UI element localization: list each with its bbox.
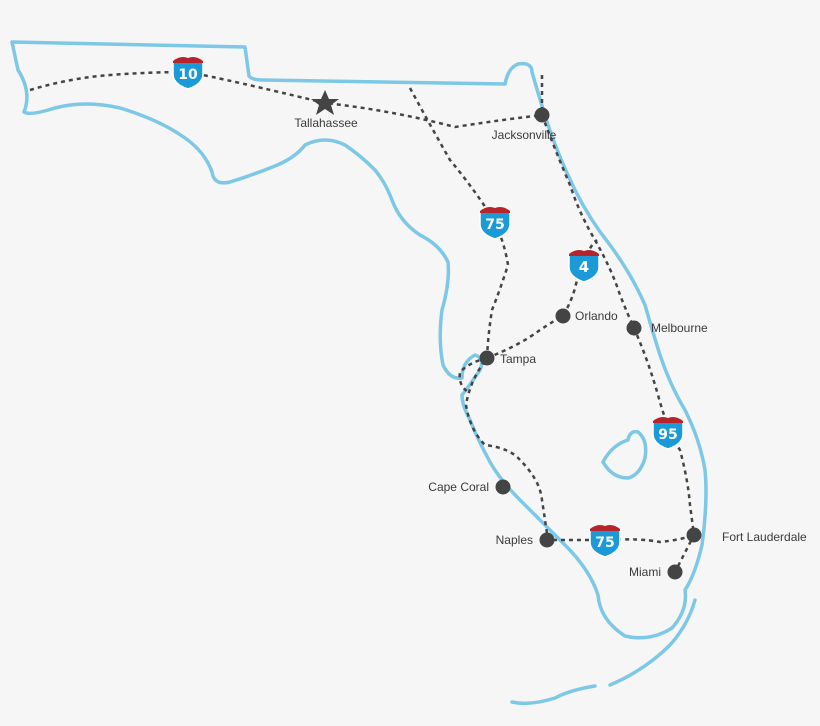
city-melbourne[interactable]: Melbourne xyxy=(626,320,709,336)
florida-keys xyxy=(510,598,697,706)
road-tampa-spur xyxy=(458,356,488,394)
city-label: Fort Lauderdale xyxy=(722,530,807,544)
interstate-shield-75: 75 xyxy=(589,525,621,558)
shield-number: 95 xyxy=(658,427,677,443)
road-i10 xyxy=(29,70,543,129)
city-label: Miami xyxy=(629,565,661,579)
city-dot xyxy=(479,350,495,366)
shield-top xyxy=(173,57,203,63)
shield-icon xyxy=(479,211,511,240)
shield-number: 4 xyxy=(579,258,589,276)
city-jacksonville[interactable]: Jacksonville xyxy=(492,107,557,143)
interstate-shield-10: 10 xyxy=(172,57,204,90)
city-label: Orlando xyxy=(575,309,618,323)
capital-tallahassee[interactable]: Tallahassee xyxy=(294,90,358,130)
city-dot xyxy=(555,308,571,324)
shield-icon xyxy=(652,421,684,450)
road-i75 xyxy=(408,87,695,544)
city-label: Tallahassee xyxy=(294,116,358,130)
state-outline xyxy=(10,40,708,640)
city-fort-lauderdale[interactable]: Fort Lauderdale xyxy=(686,527,808,545)
shield-top xyxy=(653,417,683,423)
city-dot xyxy=(626,320,642,336)
city-label: Melbourne xyxy=(651,321,708,335)
city-naples[interactable]: Naples xyxy=(496,532,555,548)
city-label: Naples xyxy=(496,533,533,547)
interstate-shield-4: 4 xyxy=(568,250,600,283)
city-dot xyxy=(686,527,702,543)
shield-top xyxy=(590,525,620,531)
shield-number: 75 xyxy=(595,535,614,551)
city-dot xyxy=(534,107,550,123)
shield-icon xyxy=(172,61,204,90)
interstate-shield-75: 75 xyxy=(479,207,511,240)
city-tampa[interactable]: Tampa xyxy=(479,350,537,367)
star-icon xyxy=(311,90,339,115)
city-dot xyxy=(539,532,555,548)
shield-icon xyxy=(589,529,621,558)
city-label: Jacksonville xyxy=(492,128,557,142)
city-label: Tampa xyxy=(500,352,536,366)
shield-number: 10 xyxy=(178,67,198,83)
road-i95 xyxy=(540,75,696,573)
city-dot xyxy=(495,479,511,495)
shield-top xyxy=(480,207,510,213)
city-miami[interactable]: Miami xyxy=(629,564,683,580)
interstate-shield-95: 95 xyxy=(652,417,684,450)
shield-number: 75 xyxy=(485,217,504,233)
shield-icon xyxy=(568,254,600,283)
city-dot xyxy=(667,564,683,580)
city-label: Cape Coral xyxy=(428,480,489,494)
city-orlando[interactable]: Orlando xyxy=(555,308,619,324)
city-cape-coral[interactable]: Cape Coral xyxy=(428,479,511,495)
shield-top xyxy=(569,250,599,256)
lake-okeechobee xyxy=(601,429,648,480)
